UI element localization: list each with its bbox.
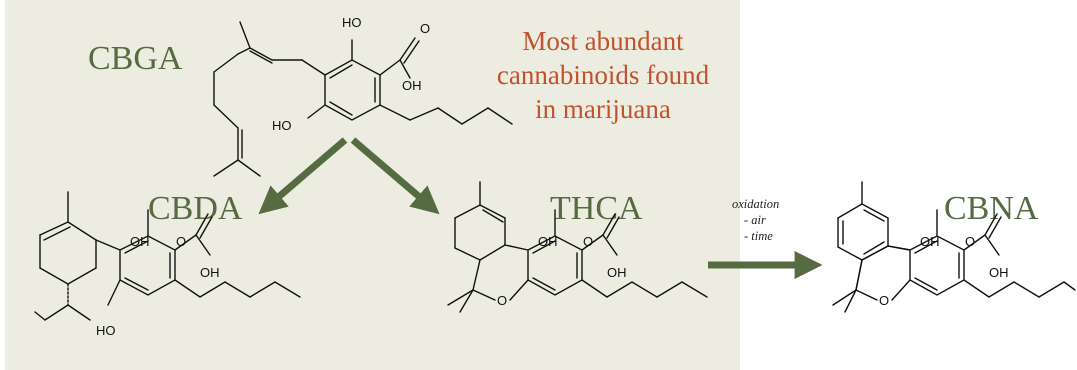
cbna-atom-oh-top: OH xyxy=(920,234,940,249)
cbna-structure xyxy=(832,181,1076,313)
cbga-atom-o: O xyxy=(420,21,430,36)
thca-atom-ring-o: O xyxy=(497,293,507,308)
note-line-3: in marijuana xyxy=(535,94,671,124)
abundance-note: Most abundant cannabinoids found in mari… xyxy=(478,24,728,126)
cbna-atom-o: O xyxy=(965,234,975,249)
condition-air: - air xyxy=(744,213,766,227)
label-cbda: CBDA xyxy=(148,190,243,227)
cbga-structure xyxy=(213,21,513,177)
cbda-atom-oh-top: OH xyxy=(130,234,150,249)
thca-atom-oh-side: OH xyxy=(607,265,627,280)
cbga-atom-ho-top: HO xyxy=(342,15,362,30)
cbga-atom-oh: OH xyxy=(402,78,422,93)
cbna-atom-ring-o: O xyxy=(879,293,889,308)
highlight-panel xyxy=(5,0,740,370)
cbda-atom-ho-bottom: HO xyxy=(96,323,116,338)
thca-atom-oh-top: OH xyxy=(538,234,558,249)
cbda-atom-o: O xyxy=(176,234,186,249)
label-cbna: CBNA xyxy=(944,190,1039,227)
condition-time: - time xyxy=(744,229,773,243)
cbda-structure xyxy=(34,191,301,321)
note-line-2: cannabinoids found xyxy=(496,60,710,90)
condition-oxidation: oxidation xyxy=(732,197,780,211)
cbna-atom-oh-side: OH xyxy=(989,265,1009,280)
reaction-conditions: oxidation - air - time xyxy=(732,196,779,244)
cbda-atom-oh-side: OH xyxy=(200,265,220,280)
thca-atom-o: O xyxy=(583,234,593,249)
arrow-to-thca xyxy=(350,137,440,215)
thca-structure xyxy=(447,181,708,313)
reaction-arrows xyxy=(258,137,823,279)
label-cbga: CBGA xyxy=(88,40,183,77)
cbga-atom-ho-bottom: HO xyxy=(272,118,292,133)
label-thca: THCA xyxy=(550,190,643,227)
note-line-1: Most abundant xyxy=(522,26,684,56)
arrow-to-cbda xyxy=(258,137,348,215)
